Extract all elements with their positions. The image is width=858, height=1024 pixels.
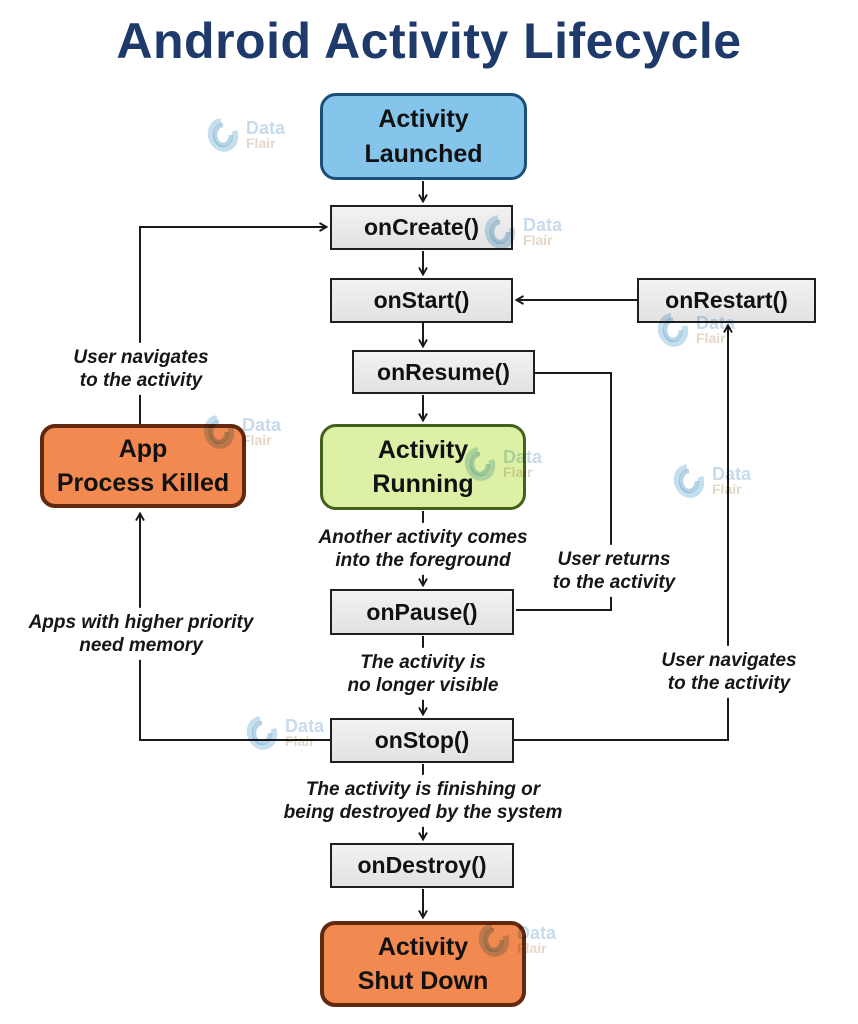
edge-label-user-navigates-left: User navigates to the activity xyxy=(66,342,216,396)
node-label: onPause() xyxy=(366,598,478,625)
node-label: onStart() xyxy=(373,287,470,313)
diagram-title: Android Activity Lifecycle xyxy=(116,13,742,69)
node-label: onDestroy() xyxy=(357,852,487,878)
node-label: onStop() xyxy=(374,727,470,753)
node-activity-shutdown: Activity Shut Down xyxy=(320,921,526,1007)
node-label: Activity xyxy=(377,435,469,464)
edge-label-user-navigates-right: User navigates to the activity xyxy=(654,645,804,699)
node-label: onRestart() xyxy=(665,287,788,313)
node-onrestart: onRestart() xyxy=(637,278,816,323)
node-onresume: onResume() xyxy=(352,350,535,394)
edge-label-finishing: The activity is finishing or being destr… xyxy=(276,774,570,828)
edge-label-another-activity: Another activity comes into the foregrou… xyxy=(311,522,535,576)
edge-label-higher-priority: Apps with higher priority need memory xyxy=(21,607,261,661)
node-label: Activity xyxy=(377,932,469,961)
node-label: onCreate() xyxy=(363,214,479,240)
node-activity-running: Activity Running xyxy=(320,424,526,510)
node-label: Shut Down xyxy=(357,967,489,995)
node-onstart: onStart() xyxy=(330,278,513,323)
node-oncreate: onCreate() xyxy=(330,205,513,250)
node-activity-launched: Activity Launched xyxy=(320,93,527,180)
node-app-process-killed: App Process Killed xyxy=(40,424,246,508)
node-label: onResume() xyxy=(377,358,510,385)
node-onstop: onStop() xyxy=(330,718,514,763)
edge-onpause-onresume xyxy=(516,372,612,611)
edge-onstop-onrestart xyxy=(514,323,733,741)
node-label: Launched xyxy=(364,139,483,168)
edge-label-not-visible: The activity is no longer visible xyxy=(340,647,506,701)
node-label: App xyxy=(118,434,168,463)
edge-label-user-returns: User returns to the activity xyxy=(545,544,683,598)
node-label: Activity xyxy=(378,105,469,133)
node-ondestroy: onDestroy() xyxy=(330,843,514,888)
node-label: Process Killed xyxy=(56,469,230,497)
node-label: Running xyxy=(372,470,474,498)
node-onpause: onPause() xyxy=(330,589,514,635)
